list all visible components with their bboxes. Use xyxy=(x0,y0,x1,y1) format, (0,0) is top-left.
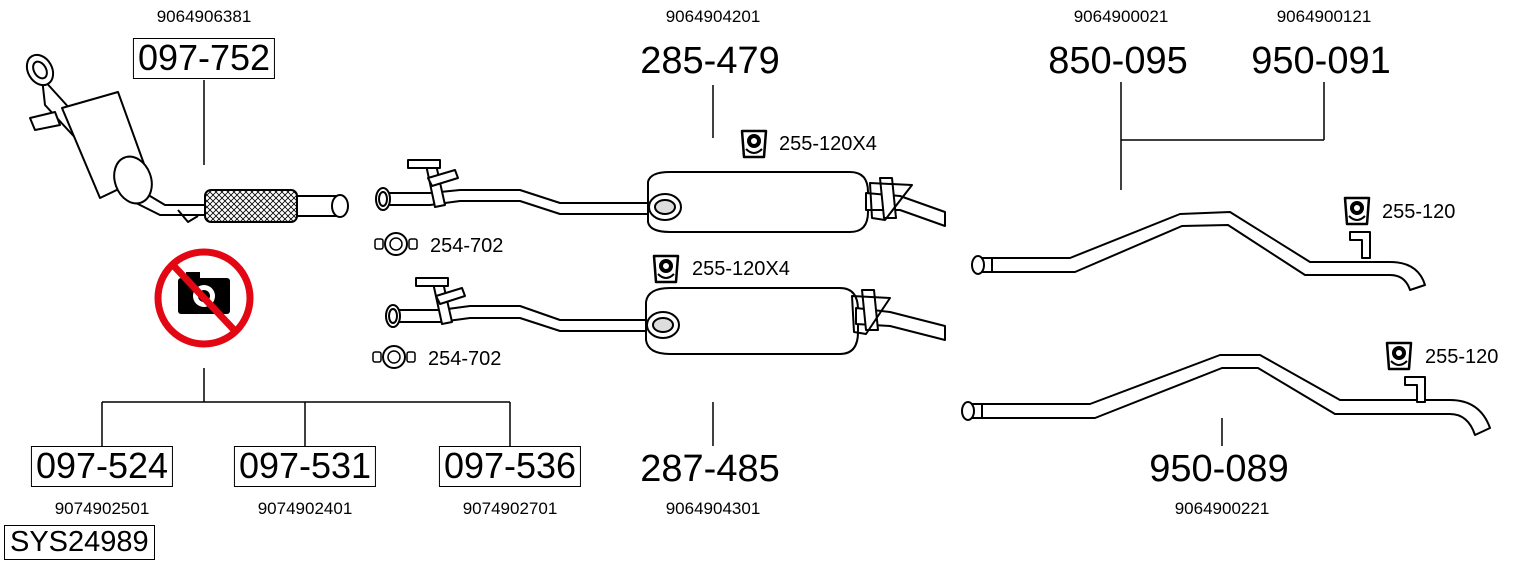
mount-label[interactable]: 255-120X4 xyxy=(779,133,877,155)
clamp-label[interactable]: 254-702 xyxy=(428,348,502,370)
flex-pipe xyxy=(204,189,349,223)
part-number[interactable]: 850-095 xyxy=(1048,40,1188,82)
part-number[interactable]: 950-091 xyxy=(1251,40,1391,82)
rubber-mount-icon xyxy=(652,254,680,284)
tree-lines-right xyxy=(1120,82,1325,190)
tail-pipe-bottom xyxy=(961,354,1491,436)
silencer-bottom xyxy=(385,277,946,355)
oem-number: 9074902701 xyxy=(462,499,558,518)
clamp-icon xyxy=(374,232,418,256)
silencer-top xyxy=(375,159,946,233)
clamp-icon xyxy=(372,345,416,369)
part-number[interactable]: 285-479 xyxy=(640,40,780,82)
oem-number: 9064900021 xyxy=(1073,7,1169,26)
mount-label[interactable]: 255-120X4 xyxy=(692,258,790,280)
oem-number: 9064904301 xyxy=(665,499,761,518)
oem-number: 9074902401 xyxy=(257,499,353,518)
part-number[interactable]: 287-485 xyxy=(640,448,780,490)
rubber-mount-icon xyxy=(1385,341,1413,371)
catalyst-assembly xyxy=(25,53,206,223)
oem-number: 9064906381 xyxy=(156,7,252,26)
oem-number: 9064900221 xyxy=(1174,499,1270,518)
system-number: SYS24989 xyxy=(4,525,155,560)
part-number[interactable]: 097-531 xyxy=(233,446,377,487)
mount-label[interactable]: 255-120 xyxy=(1382,201,1456,223)
clamp-label[interactable]: 254-702 xyxy=(430,235,504,257)
tree-lines-left xyxy=(101,368,511,446)
oem-number: 9064904201 xyxy=(665,7,761,26)
no-photo-icon xyxy=(154,248,254,348)
rubber-mount-icon xyxy=(740,129,768,159)
oem-number: 9074902501 xyxy=(54,499,150,518)
rubber-mount-icon xyxy=(1343,196,1371,226)
part-number[interactable]: 097-536 xyxy=(438,446,582,487)
part-number[interactable]: 950-089 xyxy=(1149,448,1289,490)
mount-label[interactable]: 255-120 xyxy=(1425,346,1499,368)
oem-number: 9064900121 xyxy=(1276,7,1372,26)
part-number[interactable]: 097-524 xyxy=(30,446,174,487)
part-number[interactable]: 097-752 xyxy=(132,38,276,79)
tail-pipe-top xyxy=(971,211,1426,291)
